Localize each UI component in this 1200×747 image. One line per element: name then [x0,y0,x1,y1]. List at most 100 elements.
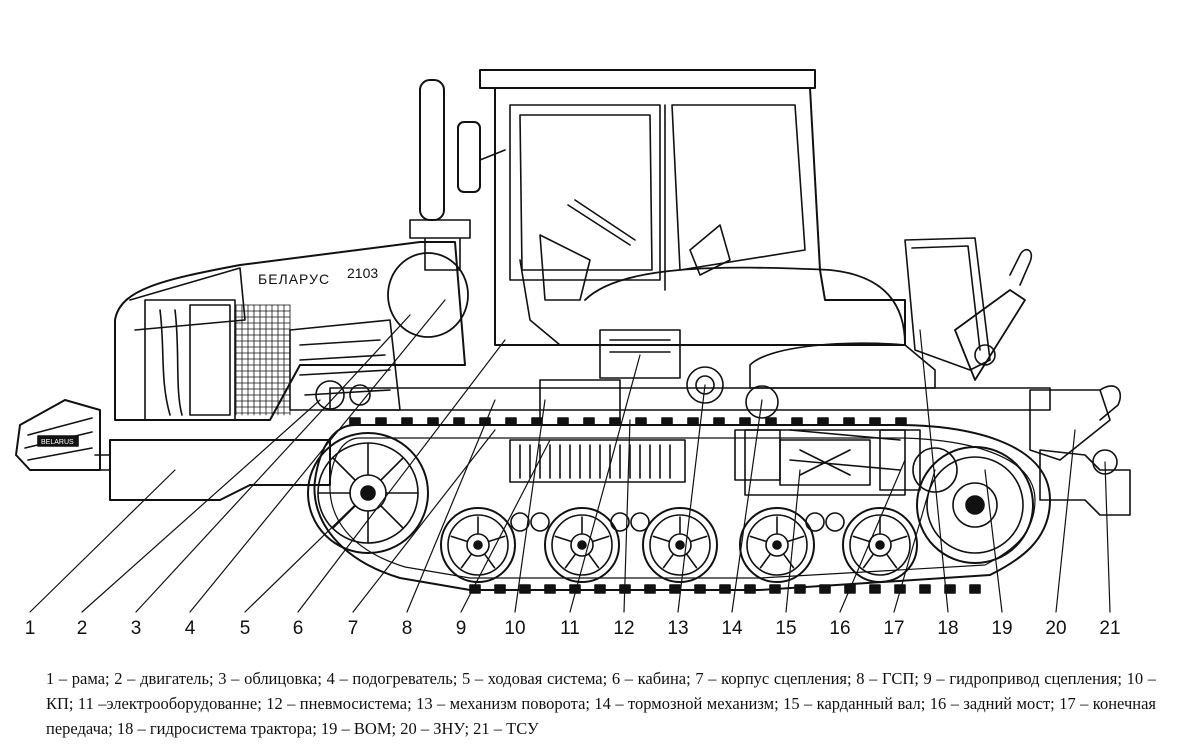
track-link [713,417,725,426]
track-link [505,417,517,426]
side-mirror [457,121,506,193]
track-link [694,584,706,594]
leader-line [919,329,949,613]
track-link [819,584,831,594]
callout-number: 6 [292,618,304,639]
leader-line [244,504,356,613]
callout-number: 21 [1099,618,1121,639]
track-link [744,584,756,594]
track-link [869,584,881,594]
drivetrain [539,329,958,493]
track-link [794,584,806,594]
support-rollers [510,512,845,532]
pre-heater [387,252,469,338]
track-link [583,417,595,426]
callout-number: 10 [504,618,526,639]
front-idler-wheel [307,432,429,554]
frame [94,387,1051,501]
track-belt [313,424,1051,591]
track-link [644,584,656,594]
callout-number: 5 [239,618,251,639]
leader-line [352,429,496,613]
callout-number: 13 [667,618,689,639]
track-link [765,417,777,426]
leader-line [785,469,801,613]
leader-line [731,399,763,613]
leader-line [1055,429,1076,613]
track-link [349,417,361,426]
track-link [635,417,647,426]
callout-number: 3 [130,618,142,639]
track-link [687,417,699,426]
callout-number: 14 [721,618,743,639]
seat [689,224,731,276]
track-link [609,417,621,426]
road-wheels [440,507,918,583]
track-link [661,417,673,426]
brand-logo: БЕЛАРУС [258,271,330,287]
track-link [739,417,751,426]
rear-fender [749,237,991,389]
legend-caption: 1 – рама; 2 – двигатель; 3 – облицовка; … [46,669,1156,738]
leader-line [514,399,546,613]
callout-number: 1 [24,618,36,639]
track-link [544,584,556,594]
callout-number: 8 [401,618,413,639]
turn-mechanism [686,366,724,404]
road-wheel [440,507,516,583]
steering-wheel [567,199,636,246]
engine [144,299,401,421]
callout-number: 20 [1045,618,1067,639]
track-link [895,417,907,426]
track-link [453,417,465,426]
grille-badge: BELARUS [41,439,74,446]
track-link [594,584,606,594]
battery-box [599,329,681,379]
track-link [719,584,731,594]
callout-number: 12 [613,618,635,639]
callout-number: 4 [184,618,196,639]
leader-line [569,354,641,613]
road-wheel [739,507,815,583]
tractor-diagram: BELARUS БЕЛАРУС 2103 [15,69,1131,613]
road-wheel [544,507,620,583]
leader-line [677,384,706,613]
callout-number: 18 [937,618,959,639]
callout-number: 17 [883,618,905,639]
track-link [791,417,803,426]
track-teeth [349,417,981,594]
track-system [307,417,1051,594]
model-number: 2103 [347,265,378,281]
exhaust-stack [409,79,471,271]
leader-line [189,299,446,613]
leader-line [135,314,411,613]
leader-line [984,469,1003,613]
callout-number: 19 [991,618,1013,639]
track-link [427,417,439,426]
leader-line [1104,461,1111,613]
track-link [817,417,829,426]
rear-sprocket-wheel [916,446,1034,564]
road-wheel [642,507,718,583]
leader-line [297,339,506,613]
track-link [669,584,681,594]
radiator-grid [235,304,291,416]
suspension-spring [509,429,906,496]
track-link [843,417,855,426]
front-ballast-weight: BELARUS [15,399,101,471]
callout-number: 16 [829,618,851,639]
callout-number: 15 [775,618,797,639]
track-link [557,417,569,426]
callout-number: 2 [76,618,88,639]
leader-lines [29,299,1111,613]
track-link [375,417,387,426]
callout-number: 9 [455,618,467,639]
track-link [769,584,781,594]
brake-mechanism [745,385,779,419]
leader-line [406,399,496,613]
hood: БЕЛАРУС 2103 [114,241,466,421]
track-link [969,584,981,594]
cab [479,69,906,346]
leader-line [839,459,906,613]
leader-line [623,419,631,613]
